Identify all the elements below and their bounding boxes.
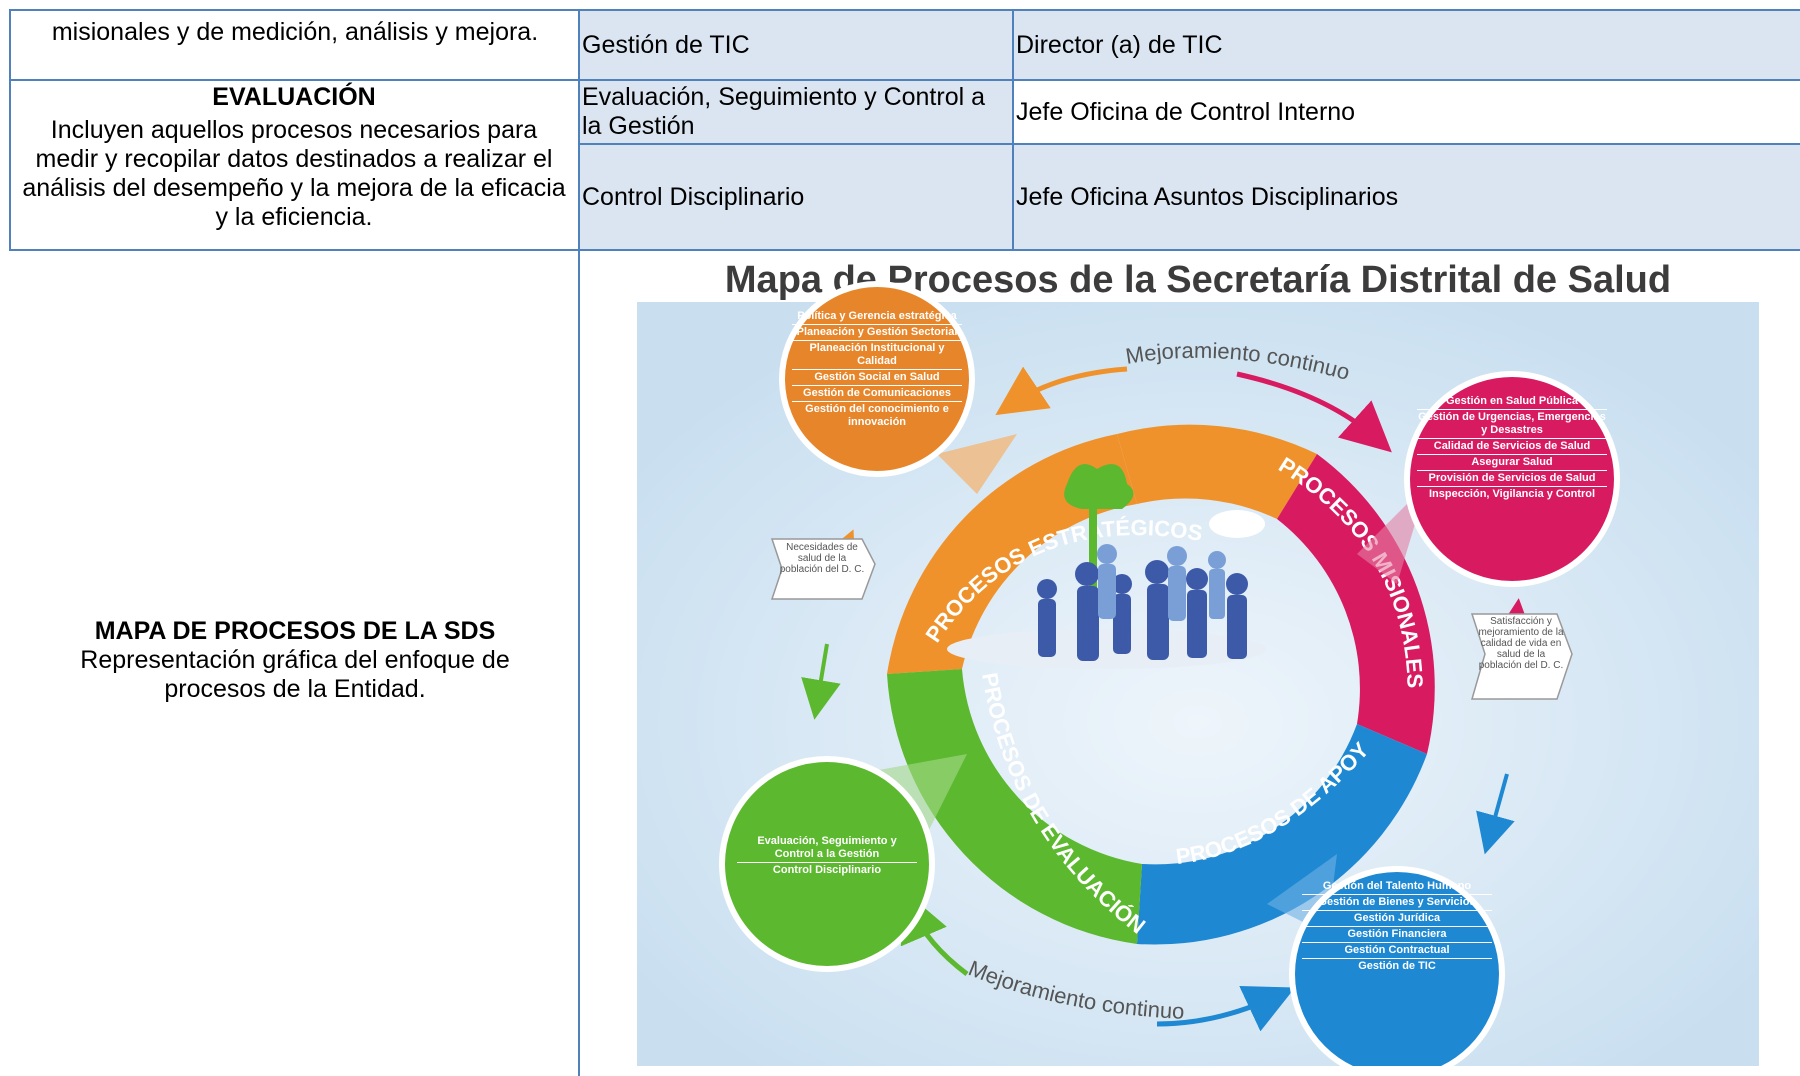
- grid-line: [578, 9, 580, 1076]
- apoyo-item: Gestión Contractual: [1302, 943, 1492, 959]
- arrow-right-down: [1476, 773, 1515, 855]
- apoyo-item: Gestión del Talento Humano: [1302, 879, 1492, 895]
- process-map-figure: Mapa de Procesos de la Secretaría Distri…: [628, 234, 1759, 1076]
- apoyo-item: Gestión Financiera: [1302, 927, 1492, 943]
- process-map-svg: Mapa de Procesos de la Secretaría Distri…: [628, 234, 1759, 1076]
- misionales-item: Calidad de Servicios de Salud: [1417, 439, 1607, 455]
- eval-owner-2-text: Jefe Oficina Asuntos Disciplinarios: [1016, 182, 1399, 211]
- ring-evaluacion: [887, 669, 1142, 944]
- apoyo-item: Gestión de TIC: [1358, 960, 1436, 972]
- cell-bg-tic-owner: [1013, 10, 1800, 80]
- tic-owner: Director (a) de TIC: [1016, 10, 1796, 80]
- arrow-bottom-right: [1156, 986, 1296, 1032]
- eval-owner-2: Jefe Oficina Asuntos Disciplinarios: [1016, 146, 1796, 248]
- eval-process-2-text: Control Disciplinario: [582, 182, 805, 211]
- ring-estrategicos-b: [1117, 424, 1317, 519]
- grid-line: [10, 9, 1800, 11]
- grid-line: [579, 143, 1800, 145]
- mapa-title: MAPA DE PROCESOS DE LA SDS: [94, 617, 496, 645]
- tic-process-text: Gestión de TIC: [582, 30, 750, 59]
- estrategicos-item: Planeación y Gestión Sectorial: [792, 325, 962, 341]
- evaluacion-item: Evaluación, Seguimiento y Control a la G…: [737, 834, 917, 863]
- bubble-evaluacion: Evaluación, Seguimiento y Control a la G…: [719, 754, 967, 972]
- grid-line: [9, 9, 11, 251]
- evaluacion-cell: EVALUACIÓN Incluyen aquellos procesos ne…: [12, 83, 576, 232]
- output-note: Satisfacción y mejoramiento de la calida…: [1470, 613, 1573, 700]
- eval-process-1-text: Evaluación, Seguimiento y Control a la G…: [582, 83, 986, 140]
- map-title-band: [637, 254, 1759, 302]
- eval-process-2: Control Disciplinario: [582, 146, 1010, 248]
- cell-bg-tic-process: [579, 10, 1013, 80]
- misionales-list: Gestión en Salud Pública Gestión de Urge…: [1417, 394, 1607, 502]
- bubble-misionales: Gestión en Salud Pública Gestión de Urge…: [1357, 371, 1620, 587]
- input-note: Necesidades de salud de la población del…: [770, 538, 876, 600]
- misionales-item: Gestión de Urgencias, Emergencias y Desa…: [1417, 410, 1607, 439]
- eval-owner-1: Jefe Oficina de Control Interno: [1016, 82, 1796, 142]
- grid-line: [10, 249, 1800, 251]
- arrow-top-left: [995, 366, 1128, 416]
- estrategicos-item: Gestión Social en Salud: [792, 370, 962, 386]
- misionales-item: Asegurar Salud: [1417, 455, 1607, 471]
- apoyo-list: Gestión del Talento Humano Gestión de Bi…: [1302, 879, 1492, 974]
- tic-owner-text: Director (a) de TIC: [1016, 30, 1223, 59]
- eval-owner-1-text: Jefe Oficina de Control Interno: [1016, 97, 1356, 126]
- cell-bg-eval-process-2: [579, 144, 1013, 250]
- grid-line: [10, 79, 1800, 81]
- tic-description-tail: misionales y de medición, análisis y mej…: [51, 18, 539, 46]
- tic-process: Gestión de TIC: [582, 10, 1010, 80]
- cell-bg-eval-owner-2: [1013, 144, 1800, 250]
- bubble-estrategicos: Política y Gerencia estratégica Planeaci…: [779, 281, 1017, 494]
- grid-line: [1012, 9, 1014, 251]
- estrategicos-item: Gestión del conocimiento e innovación: [805, 403, 949, 428]
- mapa-cell: MAPA DE PROCESOS DE LA SDS Representació…: [20, 617, 570, 704]
- misionales-item: Provisión de Servicios de Salud: [1417, 471, 1607, 487]
- estrategicos-item: Política y Gerencia estratégica: [792, 309, 962, 325]
- apoyo-item: Gestión Jurídica: [1302, 911, 1492, 927]
- eval-process-1: Evaluación, Seguimiento y Control a la G…: [582, 82, 1010, 142]
- evaluacion-description: Incluyen aquellos procesos necesarios pa…: [22, 116, 566, 231]
- arrow-left-down: [801, 643, 841, 720]
- evaluacion-list: Evaluación, Seguimiento y Control a la G…: [737, 834, 917, 878]
- ring-apoyo: [1137, 724, 1427, 945]
- mapa-description: Representación gráfica del enfoque de pr…: [80, 646, 510, 703]
- bubble-apoyo: Gestión del Talento Humano Gestión de Bi…: [1267, 854, 1505, 1076]
- estrategicos-list: Política y Gerencia estratégica Planeaci…: [792, 309, 962, 430]
- cell-bg-eval-process-1: [579, 80, 1013, 144]
- misionales-item: Gestión en Salud Pública: [1417, 394, 1607, 410]
- people-illustration: [947, 464, 1267, 669]
- output-note-text: Satisfacción y mejoramiento de la calida…: [1478, 616, 1564, 671]
- evaluacion-item: Control Disciplinario: [772, 864, 882, 876]
- apoyo-item: Gestión de Bienes y Servicios: [1302, 895, 1492, 911]
- evaluacion-title: EVALUACIÓN: [212, 83, 376, 111]
- input-note-text: Necesidades de salud de la población del…: [779, 542, 865, 575]
- arrow-top-right: [1236, 371, 1392, 453]
- estrategicos-item: Gestión de Comunicaciones: [792, 386, 962, 402]
- ring-misionales: [1277, 454, 1435, 754]
- estrategicos-item: Planeación Institucional y Calidad: [792, 341, 962, 370]
- misionales-item: Inspección, Vigilancia y Control: [1428, 488, 1596, 500]
